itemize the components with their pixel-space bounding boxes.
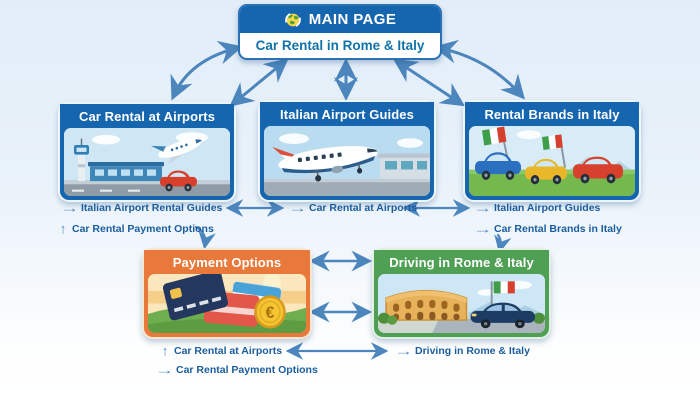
right-arrow-icon: → (473, 201, 493, 215)
link-car-rental-payment-options[interactable]: ↑ Car Rental Payment Options (60, 220, 214, 238)
node-title: Payment Options (144, 250, 310, 274)
link-bottom-car-rental-payment-options[interactable]: → Car Rental Payment Options (155, 363, 318, 377)
cars-with-italian-flags-illustration (469, 126, 635, 196)
euro-symbol: € (266, 304, 275, 322)
globe-icon (284, 12, 301, 27)
node-italian-airport-guides[interactable]: Italian Airport Guides (258, 100, 436, 202)
link-bottom-driving-in-rome-italy[interactable]: → Driving in Rome & Italy (394, 344, 530, 358)
right-arrow-icon: → (394, 344, 414, 358)
arrow-main-to-brands-curve (433, 39, 525, 100)
colosseum-car-flag-illustration (378, 274, 545, 333)
link-car-rental-at-airports[interactable]: → Car Rental at Airports (288, 201, 418, 215)
node-title: Italian Airport Guides (260, 102, 434, 126)
credit-cards-euro-coin-illustration: € (148, 274, 306, 333)
right-arrow-icon: → (288, 201, 308, 215)
arrow-main-to-brands-line (392, 58, 466, 107)
up-arrow-icon: ↑ (60, 220, 67, 238)
arrow-main-to-airports-line (229, 58, 289, 107)
main-page-header: MAIN PAGE (240, 6, 440, 33)
right-arrow-icon: → (155, 363, 175, 377)
up-arrow-icon: ↑ (162, 342, 169, 360)
link-car-rental-brands-in-italy[interactable]: → Car Rental Brands in Italy (473, 222, 622, 236)
right-arrow-icon: → (473, 222, 493, 236)
airplane-scene-illustration (264, 126, 430, 196)
node-car-rental-at-airports[interactable]: Car Rental at Airports (58, 102, 236, 202)
node-title: Rental Brands in Italy (465, 102, 639, 126)
link-italian-airport-rental-guides[interactable]: → Italian Airport Rental Guides (60, 201, 223, 215)
arrow-main-to-airports-curve (170, 40, 243, 101)
airport-scene-illustration (64, 128, 230, 196)
node-payment-options[interactable]: Payment Options (142, 248, 312, 339)
node-title: Driving in Rome & Italy (374, 250, 549, 274)
main-page-title: MAIN PAGE (308, 11, 397, 28)
link-bottom-car-rental-at-airports[interactable]: ↑ Car Rental at Airports (162, 342, 283, 360)
node-driving-in-rome-italy[interactable]: Driving in Rome & Italy (372, 248, 551, 339)
arrow-down-to-payment-box (194, 225, 216, 250)
node-title: Car Rental at Airports (60, 104, 234, 128)
main-page-subtitle: Car Rental in Rome & Italy (255, 38, 425, 53)
right-arrow-icon: → (60, 201, 80, 215)
node-rental-brands-in-italy[interactable]: Rental Brands in Italy (463, 100, 641, 202)
main-page-node[interactable]: MAIN PAGE Car Rental in Rome & Italy (238, 4, 442, 60)
link-italian-airport-guides[interactable]: → Italian Airport Guides (473, 201, 601, 215)
arrow-down-to-driving-box (494, 233, 512, 254)
